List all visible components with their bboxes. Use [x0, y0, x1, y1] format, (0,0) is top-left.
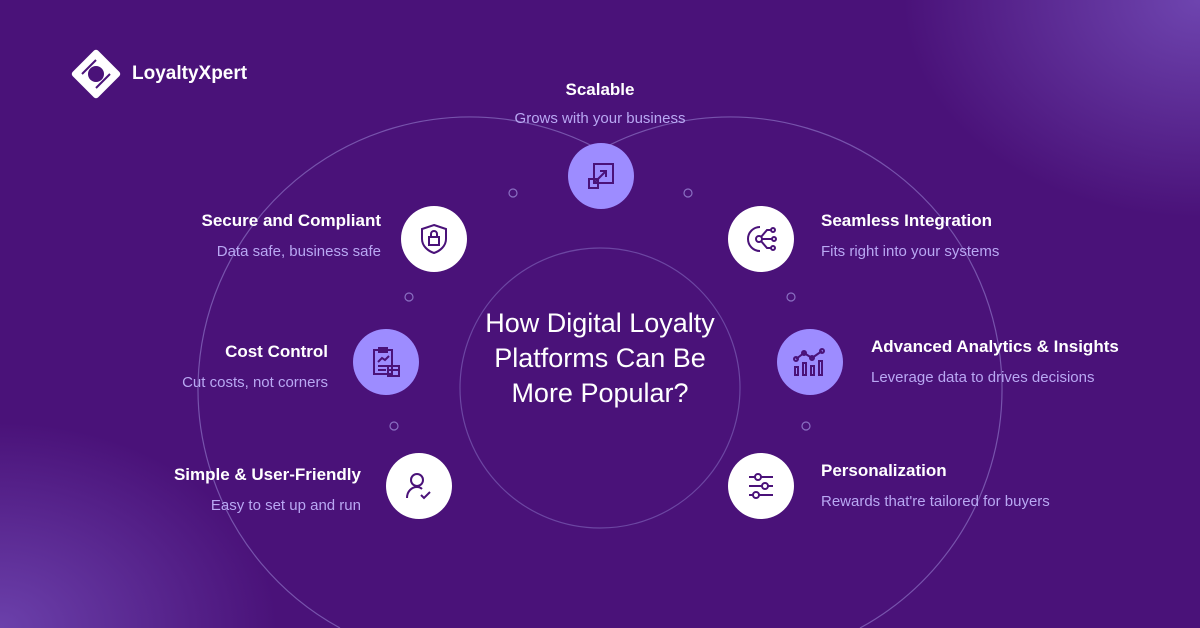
- brand-logo: LoyaltyXpert: [68, 46, 247, 102]
- center-title: How Digital Loyalty Platforms Can Be Mor…: [485, 308, 715, 408]
- gear-network-icon: [728, 206, 794, 272]
- shield-lock-icon: [401, 206, 467, 272]
- feature-personalization: Personalization Rewards that're tailored…: [821, 461, 1050, 510]
- feature-analytics: Advanced Analytics & Insights Leverage d…: [871, 337, 1119, 386]
- feature-integration: Seamless Integration Fits right into you…: [821, 211, 1000, 260]
- feature-simple: Simple & User-Friendly Easy to set up an…: [173, 465, 361, 514]
- resize-arrow-icon: [568, 143, 634, 209]
- feature-cost-control: Cost Control Cut costs, not corners: [182, 342, 328, 391]
- feature-scalable: Scalable Grows with your business: [514, 80, 686, 127]
- background-glow: [900, 0, 1200, 220]
- brand-name: LoyaltyXpert: [132, 63, 248, 84]
- hands-logo-icon: [71, 49, 121, 99]
- sliders-icon: [728, 453, 794, 519]
- bar-chart-icon: [777, 329, 843, 395]
- feature-secure: Secure and Compliant Data safe, business…: [201, 211, 381, 260]
- user-check-icon: [386, 453, 452, 519]
- clipboard-calculator-icon: [353, 329, 419, 395]
